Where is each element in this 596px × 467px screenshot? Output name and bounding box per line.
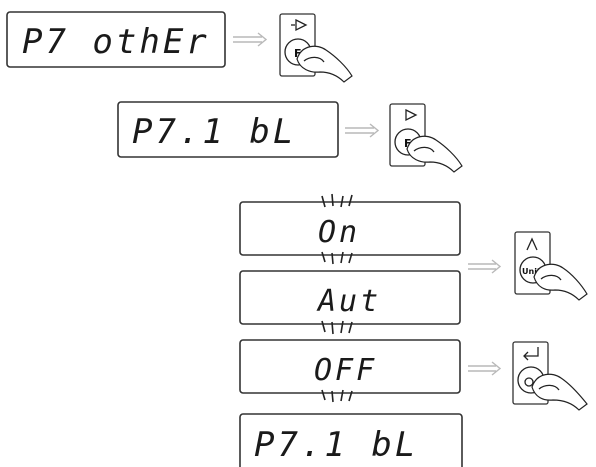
finger-icon [533, 263, 588, 301]
lcd-display-p7: P7 othEr [6, 11, 226, 68]
blink-marks-aut [321, 320, 353, 335]
lcd-text-p7: P7 othEr [22, 22, 210, 62]
arrow-step3 [468, 259, 502, 274]
right-triangle-icon [295, 18, 308, 32]
enter-icon [523, 347, 539, 361]
lcd-display-on: On [239, 201, 461, 256]
lcd-display-off: OFF [239, 339, 461, 394]
blink-marks-on [321, 193, 353, 265]
finger-icon [531, 373, 588, 411]
f-button-press-1[interactable]: F [279, 13, 353, 83]
lcd-text-aut: Aut [316, 284, 381, 319]
right-triangle-icon [405, 108, 418, 122]
units-button-press[interactable]: Units [514, 231, 588, 301]
f-button-label-1: F [294, 47, 302, 60]
f-button-press-2[interactable]: F [389, 103, 463, 173]
arrow-step4 [468, 361, 502, 376]
blink-marks-off [321, 389, 353, 403]
lcd-display-p71-final: P7.1 bL [239, 413, 463, 467]
lcd-text-on: On [318, 215, 360, 250]
finger-icon [296, 45, 353, 83]
units-button-label: Units [522, 267, 546, 276]
lcd-text-p71: P7.1 bL [132, 112, 296, 152]
up-triangle-icon [526, 237, 538, 251]
f-button-label-2: F [404, 137, 412, 150]
arrow-step1 [233, 32, 268, 47]
lcd-text-p71-final: P7.1 bL [254, 425, 418, 465]
lcd-text-off: OFF [314, 353, 377, 388]
lcd-display-aut: Aut [239, 270, 461, 325]
arrow-step2 [345, 123, 380, 138]
lcd-display-p71: P7.1 bL [117, 101, 339, 158]
finger-icon [406, 135, 463, 173]
power-dot-icon [524, 377, 534, 387]
enter-button-press[interactable] [512, 341, 588, 411]
